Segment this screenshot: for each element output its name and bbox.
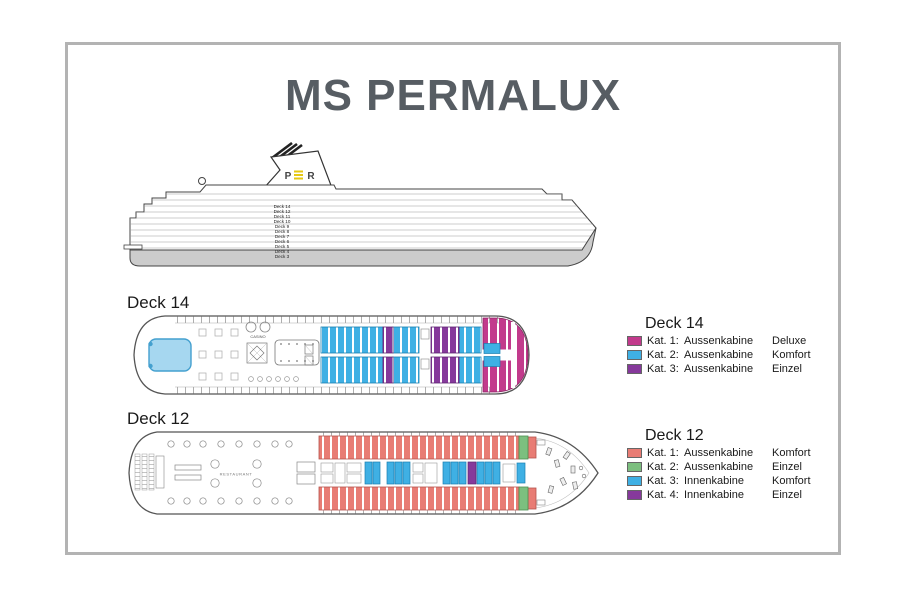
deck14-heading: Deck 14 xyxy=(127,293,190,312)
legend-cabin-type: Deluxe xyxy=(772,335,807,347)
page-frame: MS PERMALUX P xyxy=(65,42,841,555)
deck12-legend: Deck 12 Kat. 1: Aussenkabine Komfort Kat… xyxy=(627,427,811,502)
legend-swatch xyxy=(627,364,642,374)
balcony-ticks xyxy=(319,432,519,514)
deck14-legend: Deck 14 Kat. 1: Aussenkabine Deluxe Kat.… xyxy=(627,315,811,376)
theatre-seats xyxy=(134,453,165,491)
legend-swatch xyxy=(627,350,642,360)
funnel-logo-bars-icon xyxy=(294,170,303,180)
legend-cabin-name: Aussenkabine xyxy=(684,335,754,347)
casino-area: CASINO xyxy=(245,321,320,382)
legend-swatch xyxy=(627,448,642,458)
legend-kat: Kat. 3: xyxy=(647,363,679,375)
page-title: MS PERMALUX xyxy=(284,71,622,120)
profile-deck-label: Deck 8 xyxy=(275,229,290,234)
restaurant-area: RESTAURANT xyxy=(167,440,316,505)
legend-cabin-name: Innenkabine xyxy=(684,489,744,501)
deck12-plan: RESTAURANT xyxy=(128,431,599,515)
bow-inner-line xyxy=(534,437,590,509)
legend-kat: Kat. 3: xyxy=(647,475,679,487)
radar-dome-icon xyxy=(198,177,206,185)
legend-cabin-type: Komfort xyxy=(772,475,811,487)
legend-item: Kat. 2: Aussenkabine Einzel xyxy=(627,460,811,474)
legend-cabin-name: Aussenkabine xyxy=(684,447,754,459)
balcony-ticks xyxy=(175,316,505,394)
funnel-logo-p: P xyxy=(285,171,292,182)
legend-kat: Kat. 2: xyxy=(647,349,679,361)
profile-deck-label: Deck 5 xyxy=(275,244,290,249)
casino-label: CASINO xyxy=(250,334,265,339)
profile-deck-label: Deck 14 xyxy=(274,204,291,209)
cabin-block-innen-komfort xyxy=(364,461,526,485)
legend-item: Kat. 3: Innenkabine Komfort xyxy=(627,474,811,488)
legend-kat: Kat. 2: xyxy=(647,461,679,473)
legend-item: Kat. 4: Innenkabine Einzel xyxy=(627,488,811,502)
cabin-block-aussen-komfort xyxy=(318,435,537,511)
legend-item: Kat. 1: Aussenkabine Deluxe xyxy=(627,334,811,348)
cabin-block-aussen-einzel xyxy=(518,435,529,511)
legend-item: Kat. 1: Aussenkabine Komfort xyxy=(627,446,811,460)
stern-sponson xyxy=(123,244,143,250)
legend-swatch xyxy=(627,462,642,472)
profile-deck-label: Deck 7 xyxy=(275,234,290,239)
funnel-logo-r: R xyxy=(307,171,315,182)
legend-kat: Kat. 1: xyxy=(647,447,679,459)
legend-kat: Kat. 4: xyxy=(647,489,679,501)
profile-deck-label: Deck 9 xyxy=(275,224,290,229)
cabin-block-einzel xyxy=(382,326,460,384)
legend-swatch xyxy=(627,490,642,500)
profile-deck-label: Deck 11 xyxy=(274,214,291,219)
legend-cabin-name: Aussenkabine xyxy=(684,461,754,473)
cabin-block-komfort xyxy=(320,326,482,384)
inner-service-rooms xyxy=(320,462,516,484)
legend-swatch xyxy=(627,476,642,486)
legend-cabin-name: Innenkabine xyxy=(684,475,744,487)
ship-profile-svg: P R xyxy=(123,141,597,267)
profile-deck-label: Deck 3 xyxy=(275,254,290,259)
deck14-legend-title: Deck 14 xyxy=(645,315,704,332)
legend-swatch xyxy=(627,336,642,346)
stairwell xyxy=(420,328,430,370)
legend-cabin-type: Einzel xyxy=(772,461,802,473)
deck12-legend-title: Deck 12 xyxy=(645,427,704,444)
restaurant-label: RESTAURANT xyxy=(220,472,253,477)
legend-cabin-type: Komfort xyxy=(772,447,811,459)
deck12-heading: Deck 12 xyxy=(127,409,190,428)
cabin-block-innen-einzel xyxy=(467,461,477,485)
legend-cabin-type: Komfort xyxy=(772,349,811,361)
profile-deck-label: Deck 10 xyxy=(274,219,291,224)
legend-cabin-name: Aussenkabine xyxy=(684,349,754,361)
profile-deck-label: Deck 4 xyxy=(275,249,290,254)
legend-cabin-name: Aussenkabine xyxy=(684,363,754,375)
profile-deck-labels: Deck 14 Deck 12 Deck 11 Deck 10 Deck 9 D… xyxy=(274,204,291,259)
profile-deck-label: Deck 12 xyxy=(274,209,291,214)
deck14-plan: CASINO xyxy=(133,315,530,395)
cabin-block-deluxe xyxy=(482,317,529,393)
legend-item: Kat. 2: Aussenkabine Komfort xyxy=(627,348,811,362)
ship-profile-diagram: P R xyxy=(122,141,602,287)
deck-furniture xyxy=(198,328,239,381)
profile-deck-label: Deck 6 xyxy=(275,239,290,244)
pool-area xyxy=(148,338,192,372)
legend-cabin-type: Einzel xyxy=(772,489,802,501)
hull xyxy=(129,227,597,267)
superstructure xyxy=(123,177,597,251)
legend-item: Kat. 3: Aussenkabine Einzel xyxy=(627,362,811,376)
bow-deck xyxy=(536,439,587,506)
legend-kat: Kat. 1: xyxy=(647,335,679,347)
legend-cabin-type: Einzel xyxy=(772,363,802,375)
